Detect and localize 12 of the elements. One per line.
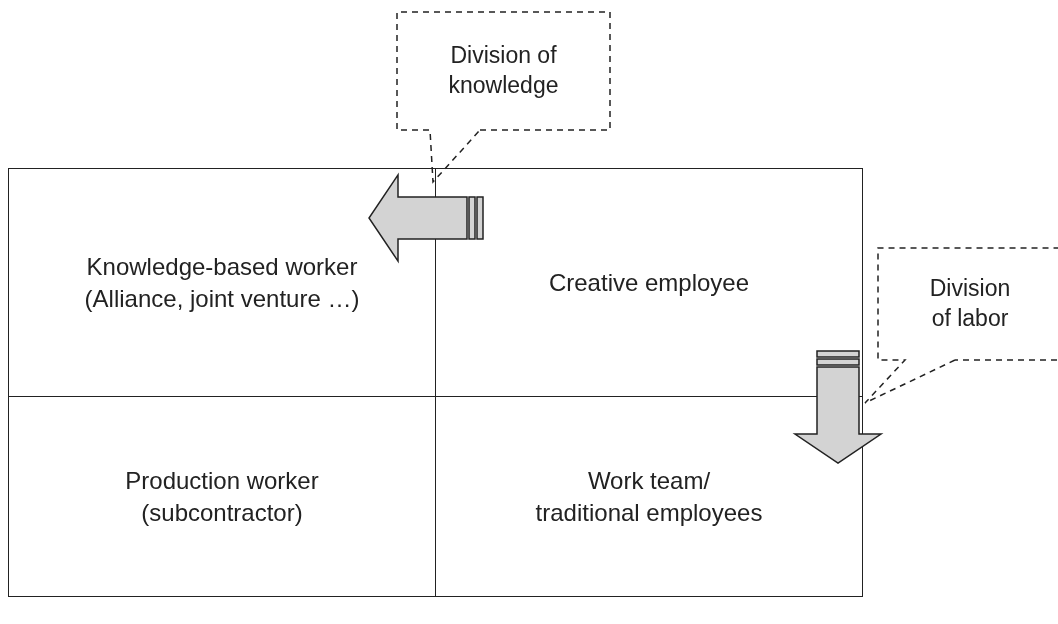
cell-label: Knowledge-based worker (Alliance, joint venture …) (83, 252, 361, 314)
block-arrow (368, 172, 484, 264)
cell-label: Work team/ traditional employees (534, 466, 764, 528)
quadrant-cell (435, 396, 863, 597)
callout-text: Division of knowledge (447, 41, 560, 100)
cell-label: Creative employee (548, 267, 750, 298)
cell-label: Production worker (subcontractor) (124, 466, 320, 528)
speech-bubble (862, 248, 1058, 404)
block-arrow (792, 350, 884, 464)
callout-text: Division of labor (928, 274, 1012, 333)
speech-bubble (397, 12, 611, 184)
quadrant-cell (8, 396, 436, 597)
